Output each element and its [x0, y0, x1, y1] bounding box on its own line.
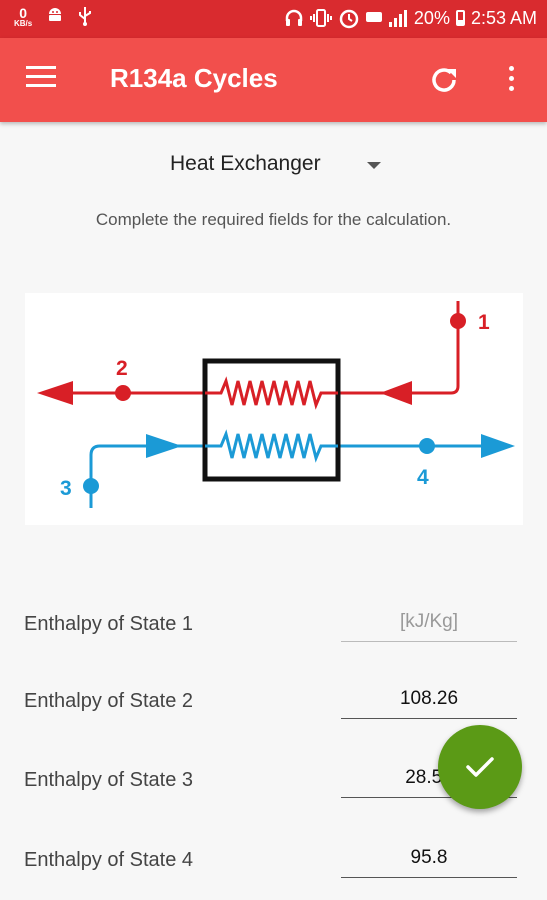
more-options-icon[interactable] [505, 66, 517, 96]
enthalpy-state-1-input[interactable] [341, 605, 517, 639]
android-icon [49, 8, 62, 21]
status-bar: 0 KB/s 20% [0, 0, 547, 38]
state-2-label-text: Enthalpy of State 2 [24, 690, 194, 712]
enthalpy-state-4-input[interactable] [341, 841, 517, 875]
calculate-button[interactable] [438, 725, 522, 809]
refresh-icon[interactable] [426, 62, 462, 98]
battery-percent: 20% [413, 8, 450, 28]
instructions-text: Complete the required fields for the cal… [95, 210, 452, 229]
app-title: R134a Cycles [110, 63, 278, 93]
field-row-state-2: Enthalpy of State 2 [24, 682, 524, 722]
usb-icon [79, 7, 92, 26]
state-3-label-text: Enthalpy of State 3 [24, 769, 194, 791]
state-3-label: 3 [60, 477, 72, 500]
enthalpy-state-2-input[interactable] [341, 682, 517, 716]
dropdown-arrow-icon [367, 162, 381, 169]
clock: 2:53 AM [470, 8, 537, 28]
field-row-state-1: Enthalpy of State 1 [24, 605, 524, 645]
component-select[interactable]: Heat Exchanger [170, 152, 390, 182]
state-4-label-text: Enthalpy of State 4 [24, 849, 194, 871]
state-2-field [341, 682, 517, 719]
hot-coil [205, 376, 338, 410]
heat-exchanger-svg: 1 2 3 4 [37, 301, 515, 508]
state-4-label: 4 [417, 466, 429, 489]
net-speed-unit: KB/s [14, 19, 33, 28]
state-1-field [341, 605, 517, 642]
net-speed-value: 0 [19, 5, 28, 21]
battery-icon [455, 10, 465, 26]
headset-icon [285, 9, 303, 26]
alarm-icon [339, 9, 359, 29]
menu-icon[interactable] [26, 66, 58, 92]
state-4-field [341, 841, 517, 878]
cold-coil [205, 429, 338, 463]
state-1-label: 1 [478, 311, 490, 334]
status-bar-right: 20% 2:53 AM [284, 7, 537, 29]
field-row-state-4: Enthalpy of State 4 [24, 841, 524, 881]
heat-exchanger-diagram: 1 2 3 4 [25, 293, 523, 525]
state-2-label: 2 [116, 357, 128, 380]
vibrate-icon [309, 9, 332, 27]
status-bar-left: 0 KB/s [14, 6, 92, 28]
state-1-label-text: Enthalpy of State 1 [24, 613, 194, 635]
signal-icon [388, 10, 407, 27]
component-select-value: Heat Exchanger [170, 152, 321, 175]
app-bar: R134a Cycles [0, 38, 547, 122]
net-speed-indicator: 0 KB/s [14, 6, 32, 28]
check-icon [466, 757, 494, 777]
lte-icon [365, 12, 382, 22]
